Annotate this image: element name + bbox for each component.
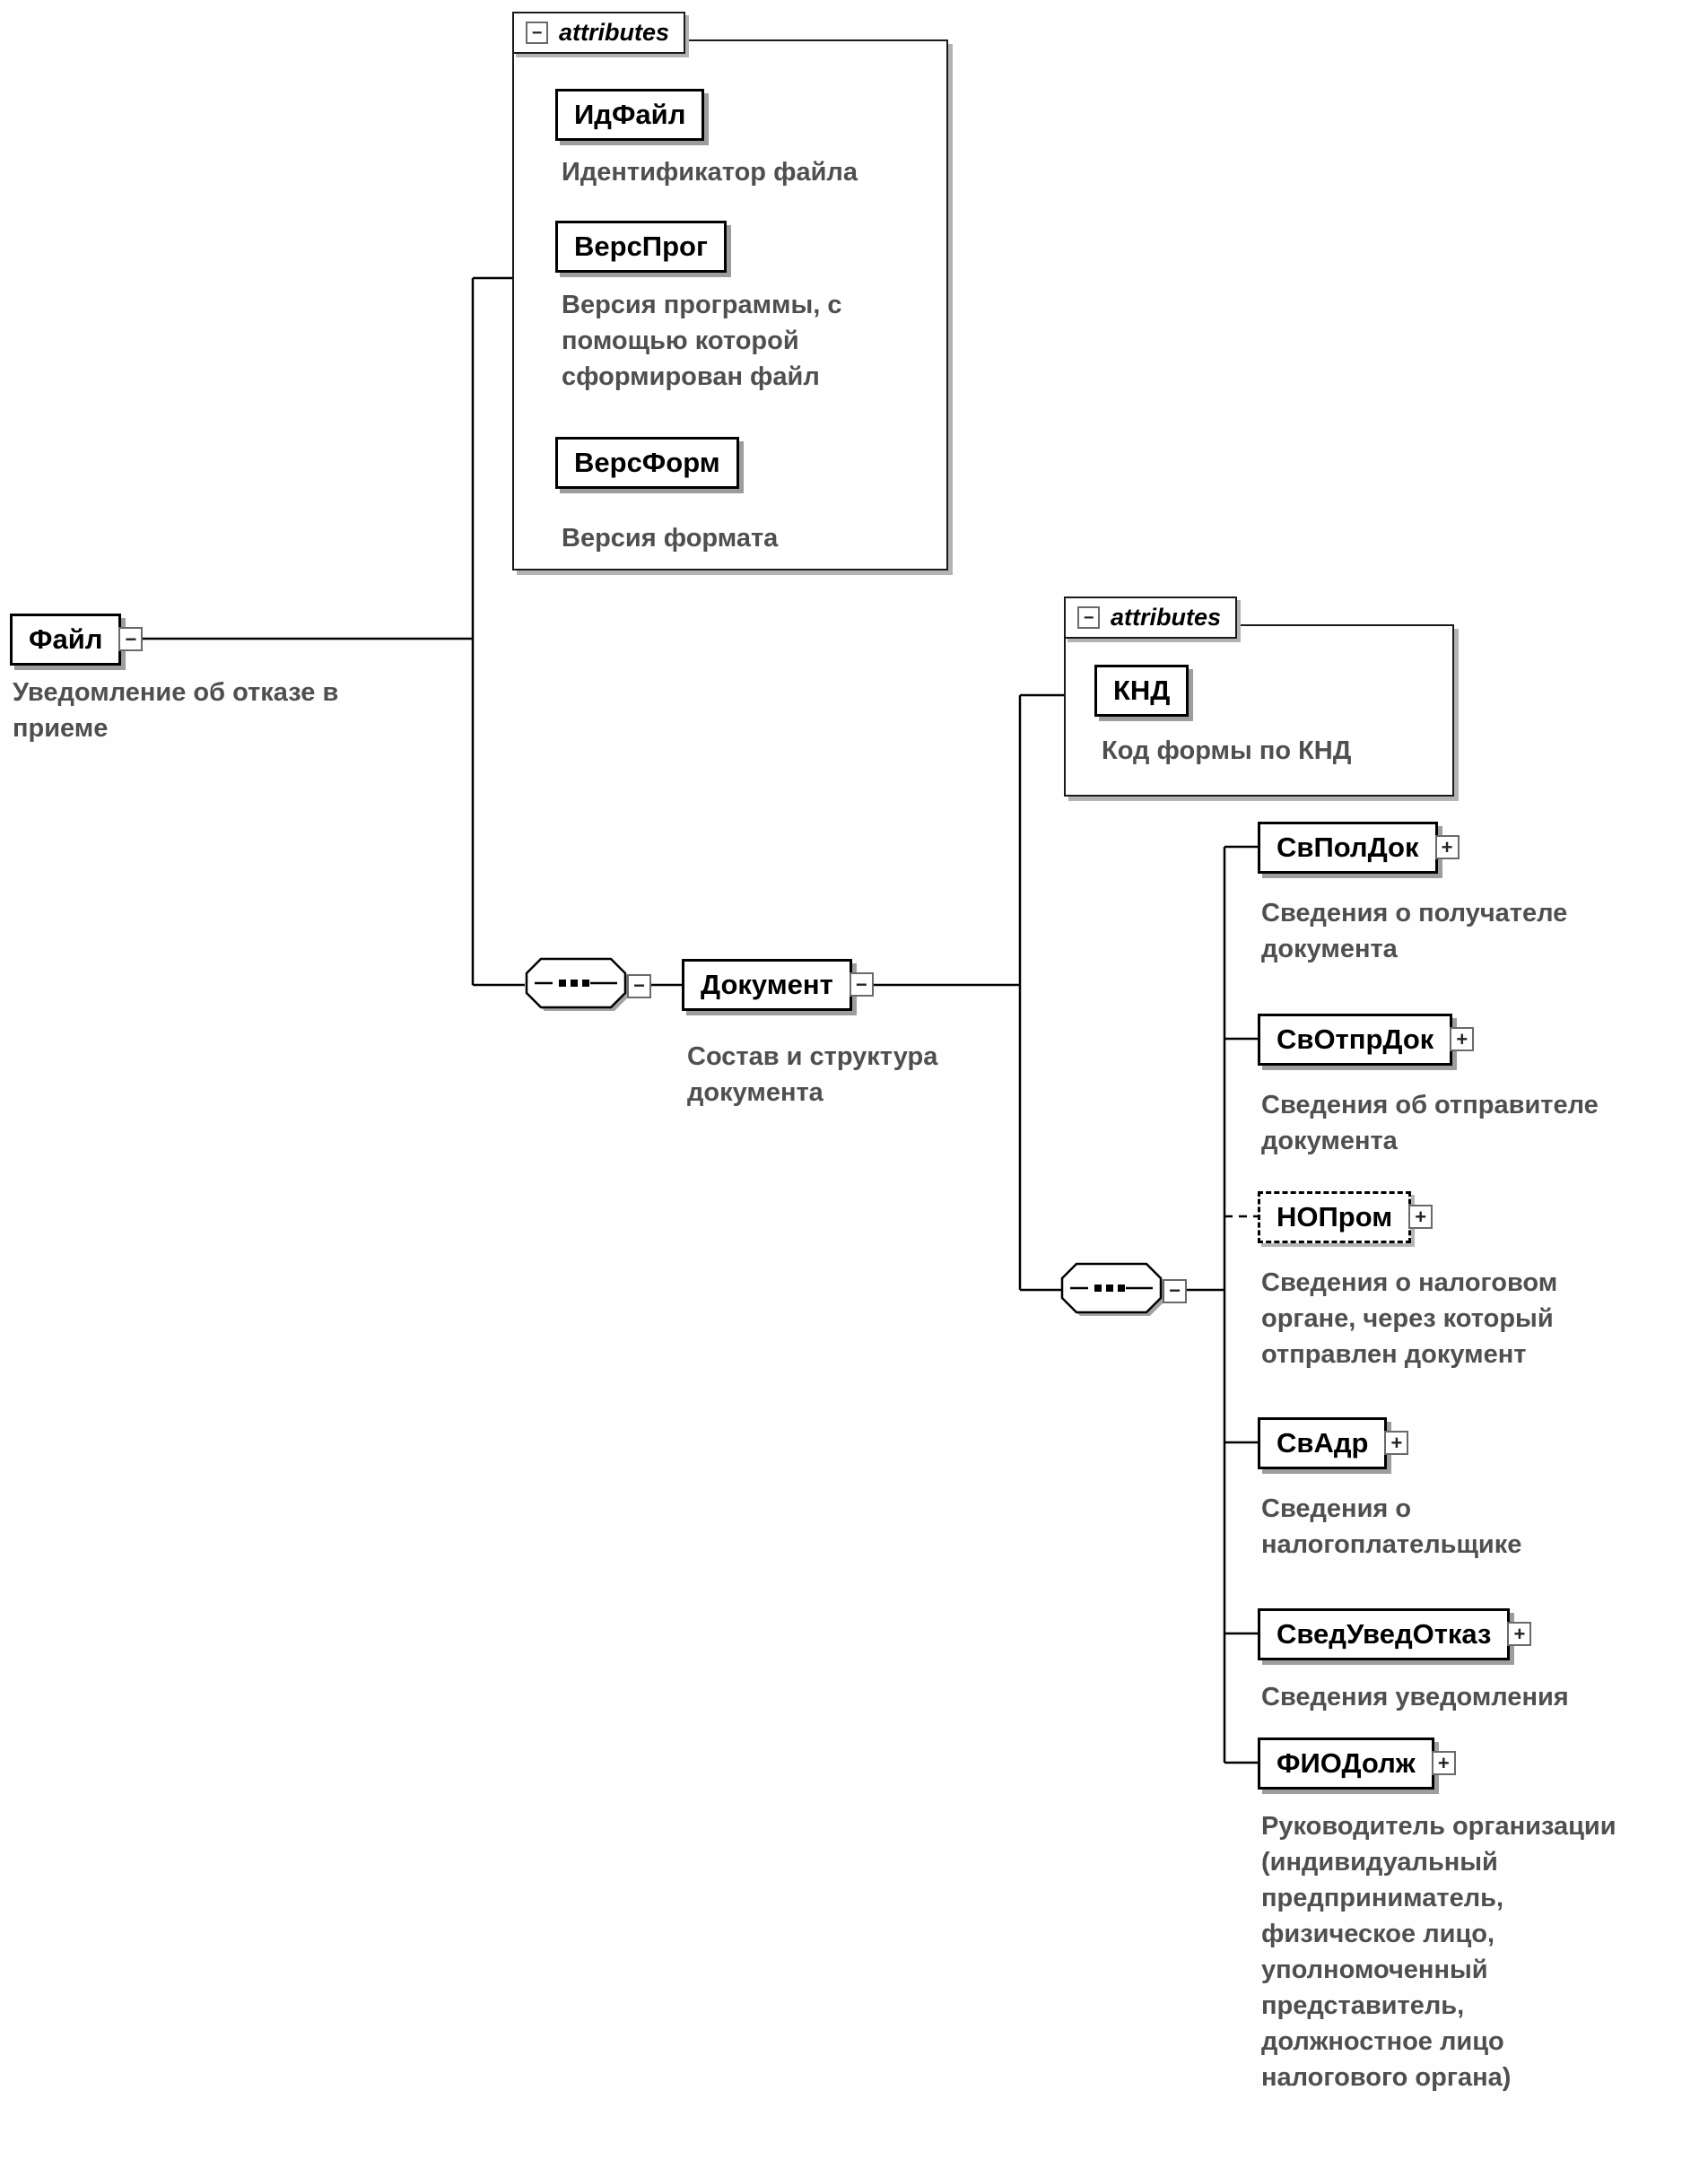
expand-icon[interactable]: + (1434, 835, 1460, 860)
collapse-icon[interactable]: − (118, 627, 144, 652)
child-node-fiodolzh: ФИОДолж + (1258, 1738, 1456, 1790)
child-description-svadr: Сведения о налогоплательщике (1261, 1494, 1522, 1560)
child-node-svadr: СвАдр + (1258, 1417, 1409, 1469)
expand-icon[interactable]: + (1450, 1027, 1475, 1052)
sequence-icon[interactable] (525, 957, 632, 1015)
document-attributes-panel (1064, 624, 1454, 797)
element-box-file[interactable]: Файл (10, 614, 122, 666)
collapse-icon[interactable]: − (1163, 1278, 1187, 1303)
attribute-description-knd: Код формы по КНД (1102, 736, 1352, 765)
collapse-icon[interactable]: − (1077, 606, 1100, 629)
child-node-svotprdok: СвОтпрДок + (1258, 1014, 1475, 1066)
child-node-sveduvedotkaz: СведУведОтказ + (1258, 1608, 1532, 1660)
attributes-label: attributes (559, 19, 670, 46)
attribute-box-versform[interactable]: ВерсФорм (555, 437, 739, 489)
expand-icon[interactable]: + (1431, 1751, 1456, 1776)
attribute-description-versprog: Версия программы, с помощью которой сфор… (562, 291, 842, 392)
file-attributes-header: − attributes (512, 12, 686, 54)
child-description-svpoldok: Сведения о получателе документа (1261, 899, 1568, 964)
element-box-noprom[interactable]: НОПром (1258, 1191, 1412, 1243)
child-description-svotprdok: Сведения об отправителе документа (1261, 1091, 1599, 1156)
child-description-noprom: Сведения о налоговом органе, через котор… (1261, 1268, 1558, 1370)
element-box-svpoldok[interactable]: СвПолДок (1258, 822, 1438, 874)
child-node-noprom: НОПром + (1258, 1191, 1434, 1243)
document-attributes-header: − attributes (1064, 597, 1238, 639)
element-box-fiodolzh[interactable]: ФИОДолж (1258, 1738, 1434, 1790)
element-box-svadr[interactable]: СвАдр (1258, 1417, 1388, 1469)
element-box-sveduvedotkaz[interactable]: СведУведОтказ (1258, 1608, 1511, 1660)
expand-icon[interactable]: + (1408, 1205, 1434, 1230)
element-box-document[interactable]: Документ (682, 959, 852, 1011)
sequence-node-file: − (525, 957, 651, 1015)
attribute-node-versprog: ВерсПрог (555, 221, 727, 273)
attribute-box-versprog[interactable]: ВерсПрог (555, 221, 727, 273)
child-description-fiodolzh: Руководитель организации (индивидуальный… (1261, 1812, 1616, 2093)
document-element-node: Документ − (682, 959, 874, 1011)
element-box-svotprdok[interactable]: СвОтпрДок (1258, 1014, 1453, 1066)
attribute-box-knd[interactable]: КНД (1094, 665, 1190, 717)
expand-icon[interactable]: + (1507, 1622, 1532, 1647)
sequence-node-document: − (1060, 1262, 1187, 1320)
attribute-node-knd: КНД (1094, 665, 1190, 717)
child-node-svpoldok: СвПолДок + (1258, 822, 1460, 874)
collapse-icon[interactable]: − (849, 972, 874, 997)
root-element-node: Файл − (10, 614, 144, 666)
root-element-description: Уведомление об отказе в приеме (13, 678, 339, 744)
attribute-description-versform: Версия формата (562, 524, 779, 553)
document-description: Состав и структура документа (687, 1042, 938, 1108)
expand-icon[interactable]: + (1384, 1431, 1409, 1456)
collapse-icon[interactable]: − (526, 22, 548, 44)
child-description-sveduvedotkaz: Сведения уведомления (1261, 1683, 1569, 1711)
attribute-node-idfile: ИдФайл (555, 89, 705, 141)
sequence-icon[interactable] (1060, 1262, 1168, 1320)
attribute-box-idfile[interactable]: ИдФайл (555, 89, 705, 141)
attribute-node-versform: ВерсФорм (555, 437, 739, 489)
attribute-description-idfile: Идентификатор файла (562, 158, 858, 187)
attributes-label: attributes (1111, 604, 1222, 631)
collapse-icon[interactable]: − (627, 973, 651, 998)
